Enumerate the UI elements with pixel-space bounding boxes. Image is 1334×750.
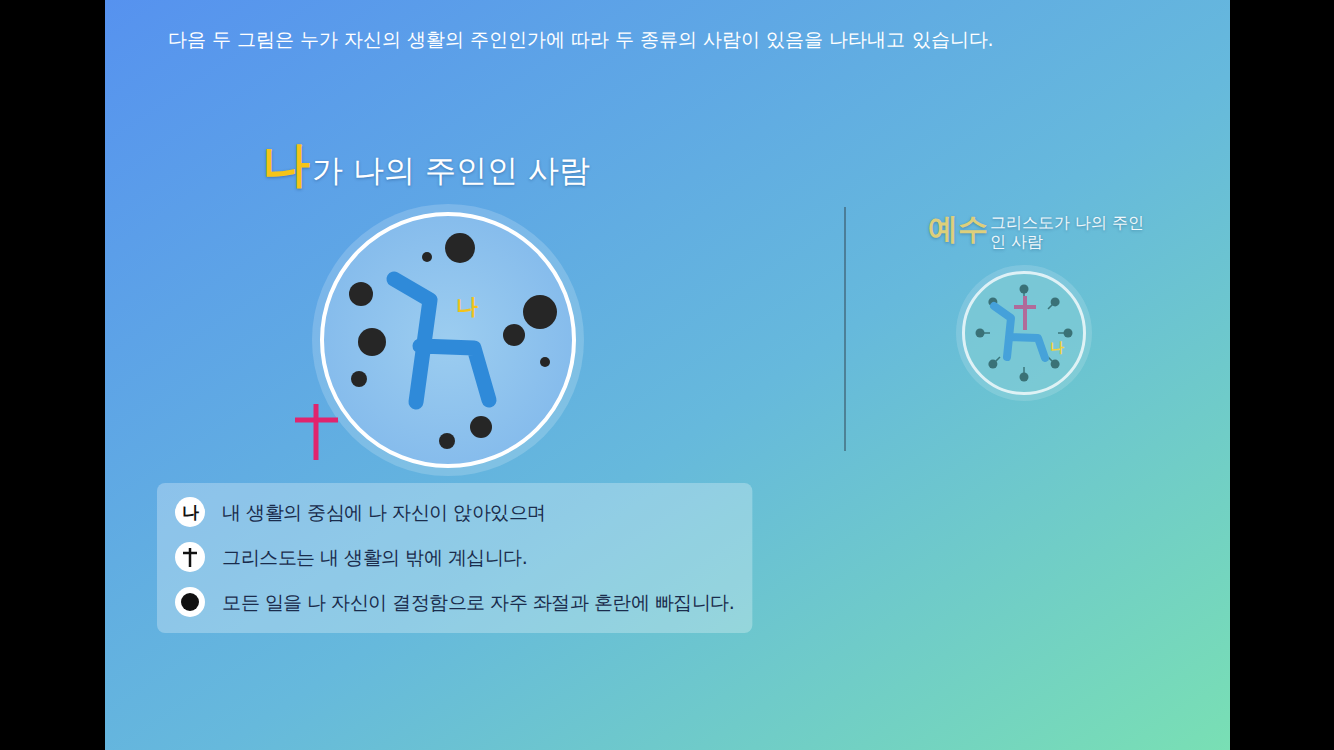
- text-wrap: 그리스도가 나의 주인인 사람: [990, 213, 1160, 251]
- dot: [351, 371, 367, 387]
- dot-icon: [181, 593, 199, 611]
- problem-dots: [349, 233, 557, 449]
- legend-text: 내 생활의 중심에 나 자신이 앉아있으며: [222, 495, 546, 529]
- heading-emphasis: 예수: [928, 211, 988, 247]
- circle-node: 예수그리스도가 나의 주인인 사람나: [962, 271, 1086, 395]
- circle-outline: [962, 271, 1086, 395]
- label-wrap: 나: [174, 496, 206, 528]
- title-wrap: 다음 두 그림은 누가 자신의 생활의 주인인가에 따라 두 종류의 사람이 있…: [168, 27, 994, 53]
- title: 다음 두 그림은 누가 자신의 생활의 주인인가에 따라 두 종류의 사람이 있…: [168, 28, 994, 50]
- icon-circle: [175, 542, 205, 572]
- dot: [358, 328, 386, 356]
- icon-letter: 나: [182, 502, 199, 522]
- dot: [1051, 360, 1060, 369]
- dot: [349, 282, 373, 306]
- circle-border: [964, 273, 1085, 394]
- dot: [540, 357, 550, 367]
- text-wrap: 가 나의 주인인 사람: [312, 152, 590, 189]
- dot: [470, 416, 492, 438]
- dot: [523, 295, 557, 329]
- self-label: 나: [456, 294, 478, 320]
- cross-horizontal: [295, 418, 338, 423]
- heading: 그리스도가 나의 주인인 사람: [990, 213, 1160, 251]
- cross-icon: [183, 552, 197, 555]
- dot: [1020, 285, 1029, 294]
- right-illustration: [956, 265, 1092, 401]
- dot: [445, 233, 475, 263]
- legend-text: 그리스도는 내 생활의 밖에 계십니다.: [222, 540, 527, 574]
- legend-icon: [174, 586, 206, 618]
- background: [105, 0, 1230, 750]
- circle-node: 나가 나의 주인인 사람나: [320, 212, 576, 468]
- dot: [1051, 297, 1060, 306]
- dot: [439, 433, 455, 449]
- circle-glow: [956, 265, 1092, 401]
- dot: [976, 329, 985, 338]
- cross-vertical: [1023, 296, 1027, 330]
- heading-emphasis: 나: [262, 136, 310, 194]
- cross-vertical: [314, 404, 319, 460]
- order-dots: [976, 285, 1073, 382]
- cross-icon: [189, 548, 192, 567]
- dot: [503, 324, 525, 346]
- legend-icon: [174, 541, 206, 573]
- cross-symbol: [295, 404, 338, 460]
- cross-horizontal: [1014, 305, 1036, 309]
- icon-circle: [175, 497, 205, 527]
- throne-symbol: [994, 306, 1045, 358]
- text-wrap: 나: [456, 294, 478, 320]
- legend-panel: [157, 483, 752, 633]
- text-wrap: 나: [262, 136, 310, 194]
- dot: [1064, 329, 1073, 338]
- self-label: 나: [1050, 339, 1064, 356]
- throne-symbol: [394, 279, 489, 402]
- legend-text: 모든 일을 나 자신이 결정함으로 자주 좌절과 혼란에 빠집니다.: [222, 585, 734, 619]
- circle-glow: [312, 204, 584, 476]
- dot: [1020, 373, 1029, 382]
- dot: [422, 252, 432, 262]
- divider: [844, 207, 846, 451]
- circle-border: [322, 214, 574, 466]
- icon-circle: [175, 587, 205, 617]
- text-wrap: 예수: [928, 211, 988, 247]
- dot: [988, 360, 997, 369]
- heading: 가 나의 주인인 사람: [312, 152, 590, 189]
- circle-outline: [320, 212, 576, 468]
- circle-fill: [322, 214, 574, 466]
- circle-fill: [964, 273, 1084, 393]
- text-wrap: 나: [1050, 337, 1064, 356]
